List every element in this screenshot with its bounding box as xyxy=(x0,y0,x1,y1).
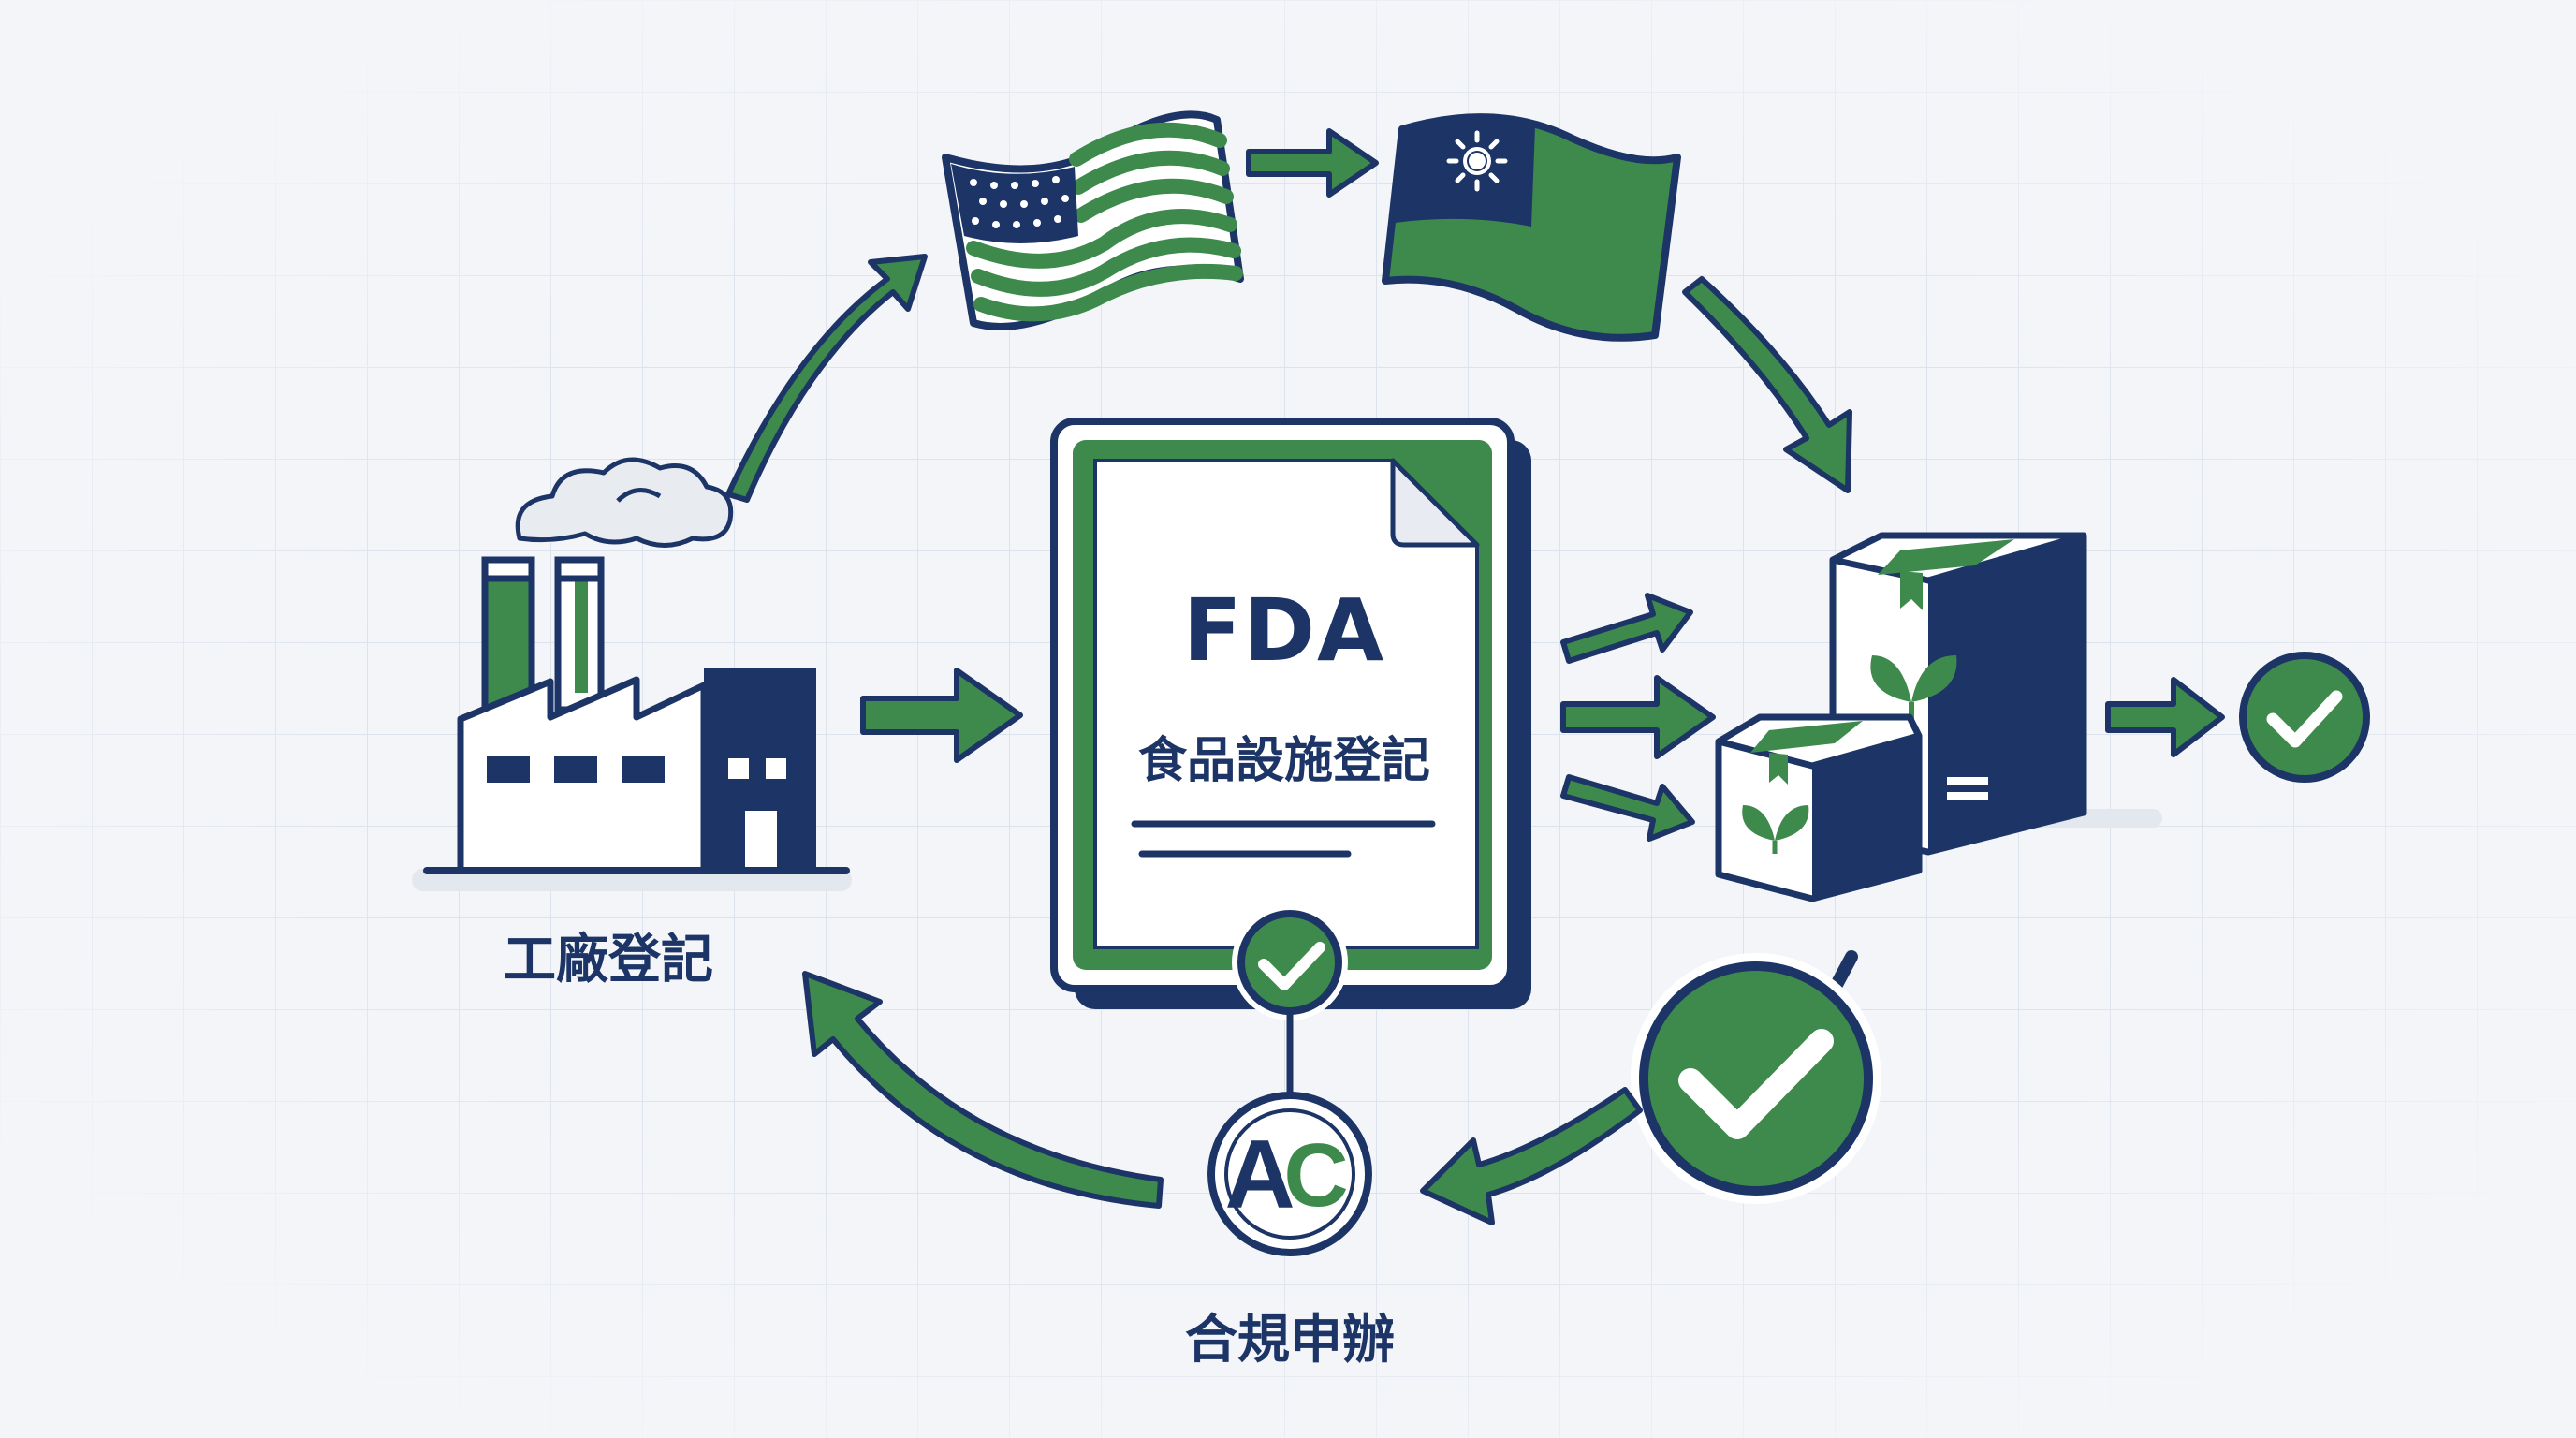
document-icon xyxy=(1050,418,1531,1009)
arrow-compliance-to-factory xyxy=(802,971,1164,1209)
us-flag-icon xyxy=(942,110,1244,330)
flow-arrows xyxy=(725,128,2225,1225)
seal-letter-a: A xyxy=(1224,1121,1295,1229)
arrow-check-to-compliance xyxy=(1420,1087,1643,1225)
large-approval-check-icon xyxy=(1631,950,1881,1204)
arrow-twflag-to-boxes xyxy=(1682,276,1852,493)
seal-letter-c: C xyxy=(1283,1125,1348,1225)
arrow-usflag-to-twflag xyxy=(1246,128,1379,198)
document-title: FDA xyxy=(1182,580,1386,681)
package-boxes-icon xyxy=(1715,532,2162,902)
taiwan-flag-icon xyxy=(1382,113,1681,342)
checkmark-icon xyxy=(1232,904,1348,1103)
document-subtitle: 食品設施登記 xyxy=(1137,733,1430,789)
approval-check-icon xyxy=(2239,652,2370,783)
factory-label: 工廠登記 xyxy=(504,930,713,990)
compliance-seal-icon: A C xyxy=(1208,1092,1372,1256)
compliance-label: 合規申辦 xyxy=(1185,1310,1395,1371)
arrow-boxes-to-check xyxy=(2105,677,2225,757)
arrow-doc-to-boxes-1 xyxy=(1560,593,1693,664)
arrow-doc-to-boxes-2 xyxy=(1560,675,1716,759)
arrow-factory-to-document xyxy=(860,668,1023,763)
arrow-doc-to-boxes-3 xyxy=(1560,774,1695,842)
arrow-factory-to-usflag xyxy=(725,254,928,503)
factory-icon xyxy=(412,457,852,891)
